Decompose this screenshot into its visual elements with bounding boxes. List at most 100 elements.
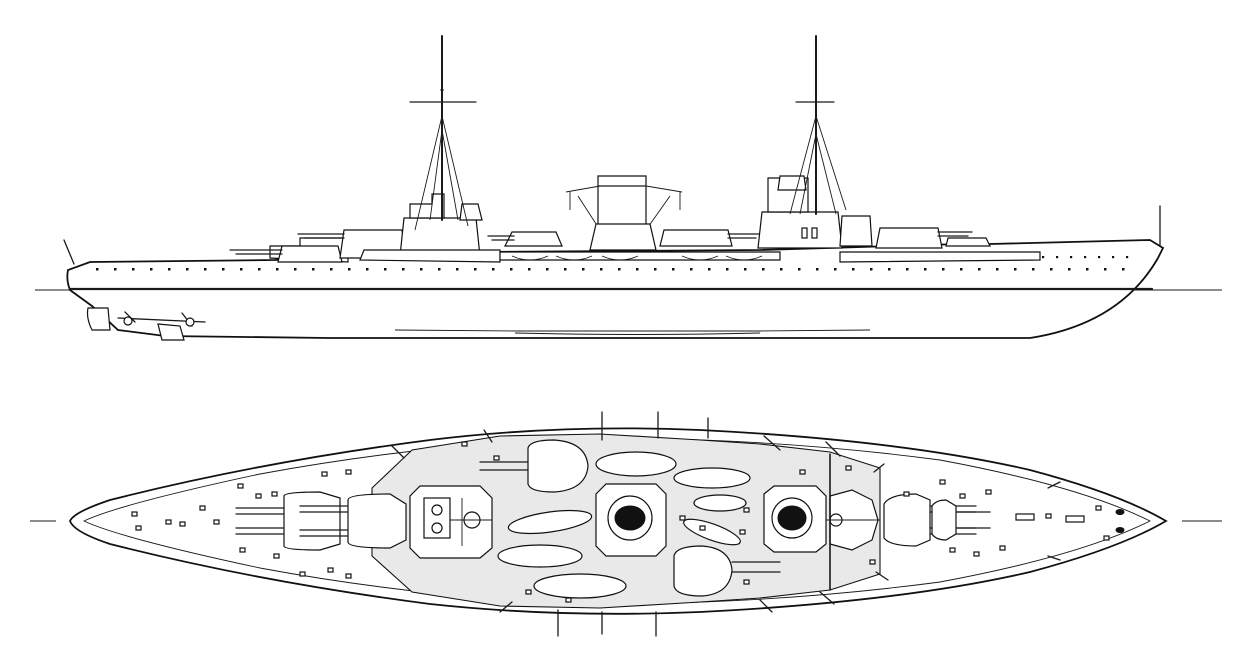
profile-boat-row (499, 251, 781, 261)
profile-bilge-keel-lower (514, 332, 761, 335)
porthole (744, 268, 747, 271)
plan-boat-booms (391, 411, 1061, 637)
plan-boat-6 (533, 573, 627, 599)
boat-boom (763, 435, 781, 451)
deck-fitting (135, 525, 142, 531)
profile-fwd-mast-rigging (789, 115, 847, 215)
deck-fitting (1045, 513, 1052, 519)
plan-boat-3 (693, 494, 747, 512)
profile-fwd-window (801, 227, 808, 239)
profile-boat-cranes (565, 185, 683, 231)
plan-turret-wing-port (479, 439, 589, 493)
profile-portholes (96, 256, 1129, 271)
porthole (870, 268, 873, 271)
deck-fitting (131, 511, 138, 517)
porthole (996, 268, 999, 271)
porthole (150, 268, 153, 271)
plan-bow-hatch-2 (1065, 515, 1085, 523)
plan-aft-funnel-cap (614, 505, 646, 531)
porthole (438, 268, 441, 271)
deck-fitting (799, 469, 806, 475)
profile-rudder-fwd (157, 323, 185, 341)
deck-fitting (949, 547, 956, 553)
porthole (294, 268, 297, 271)
porthole (168, 268, 171, 271)
plan-anchor-port (1115, 509, 1125, 515)
plan-turret-wing-starboard (673, 545, 781, 597)
porthole (240, 268, 243, 271)
plan-fwd-bridge (826, 453, 880, 591)
boat-boom (483, 429, 493, 443)
deck-fitting (869, 559, 876, 565)
profile-boat (601, 255, 639, 261)
profile-boat (725, 255, 763, 261)
porthole (1098, 256, 1101, 259)
plan-boat-7 (683, 518, 741, 546)
porthole (726, 268, 729, 271)
boat-boom (499, 601, 513, 613)
deck-fitting (679, 515, 686, 521)
porthole (1070, 256, 1073, 259)
porthole (366, 268, 369, 271)
porthole (690, 268, 693, 271)
porthole (960, 268, 963, 271)
porthole (1032, 268, 1035, 271)
profile-boat (555, 255, 593, 261)
plan-deck-edge (82, 437, 1152, 605)
porthole (618, 268, 621, 271)
deck-fitting (273, 553, 280, 559)
boat-boom (825, 441, 841, 457)
porthole (222, 268, 225, 271)
porthole (348, 268, 351, 271)
profile-aft-control-top (409, 193, 445, 219)
porthole (1042, 256, 1045, 259)
plan-boat-5 (497, 544, 583, 568)
porthole (600, 268, 603, 271)
deck-fitting (321, 471, 328, 477)
porthole (942, 268, 945, 271)
deck-fitting (1095, 505, 1102, 511)
porthole (798, 268, 801, 271)
profile-propeller-hub (123, 316, 133, 326)
deck-fitting (739, 529, 746, 535)
porthole (1112, 256, 1115, 259)
porthole (978, 268, 981, 271)
deck-fitting (565, 597, 572, 603)
porthole (636, 268, 639, 271)
deck-fitting (999, 545, 1006, 551)
deck-fitting (239, 547, 246, 553)
profile-fwd-casemate (839, 251, 1041, 263)
deck-fitting (213, 519, 220, 525)
profile-turret-fwd-1-guns (937, 231, 973, 237)
plan-aft-funnel (595, 483, 667, 557)
deck-fitting (699, 525, 706, 531)
top-plan-view (30, 411, 1222, 637)
profile-turret-amidships-1-guns (487, 235, 515, 241)
porthole (906, 268, 909, 271)
deck-fitting (327, 567, 334, 573)
porthole (816, 268, 819, 271)
porthole (834, 268, 837, 271)
profile-boat (511, 255, 549, 261)
porthole (564, 268, 567, 271)
porthole (1086, 268, 1089, 271)
profile-bilge-keel (394, 329, 871, 332)
porthole (528, 268, 531, 271)
porthole (1126, 256, 1129, 259)
profile-boats (511, 255, 763, 261)
profile-central-barbette (589, 223, 657, 251)
profile-turret-fwd-1 (875, 227, 943, 249)
boat-boom (873, 463, 885, 473)
porthole (420, 268, 423, 271)
porthole (1122, 268, 1125, 271)
profile-fwd-bridge (757, 211, 843, 249)
profile-aft-mast-rigging (414, 115, 469, 231)
plan-boat-4 (507, 509, 593, 535)
porthole (114, 268, 117, 271)
deck-fitting (845, 465, 852, 471)
deck-fitting (345, 469, 352, 475)
deck-fitting (959, 493, 966, 499)
deck-fitting (345, 573, 352, 579)
porthole (312, 268, 315, 271)
